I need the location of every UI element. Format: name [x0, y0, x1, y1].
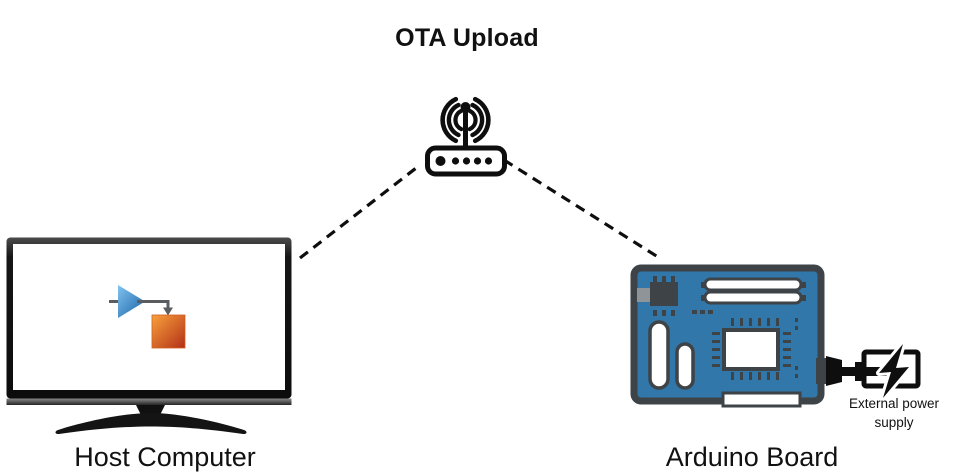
monitor-with-simulink-logo — [6, 237, 292, 434]
external-power-label-line2: supply — [874, 415, 914, 430]
monitor-chin — [6, 398, 292, 405]
connector-host-to-router — [299, 163, 421, 260]
monitor-stand-base — [55, 413, 247, 434]
wifi-waves-icon — [440, 96, 491, 144]
diagram-title: OTA Upload — [395, 24, 539, 52]
router-body — [425, 145, 507, 177]
external-power-label: External power supply — [824, 394, 959, 432]
antenna-stem — [463, 108, 468, 150]
wifi-router-icon — [425, 96, 507, 177]
router-leds — [435, 156, 493, 166]
external-power-label-line1: External power — [848, 396, 940, 411]
connector-router-to-arduino — [503, 158, 659, 259]
simulink-logo-icon — [109, 285, 186, 349]
monitor-screen — [13, 244, 285, 390]
host-computer-label: Host Computer — [74, 442, 256, 472]
arduino-board-icon — [630, 264, 921, 408]
arduino-components — [637, 276, 806, 408]
arduino-board-label: Arduino Board — [665, 442, 839, 472]
battery-bolt-icon — [861, 341, 921, 401]
